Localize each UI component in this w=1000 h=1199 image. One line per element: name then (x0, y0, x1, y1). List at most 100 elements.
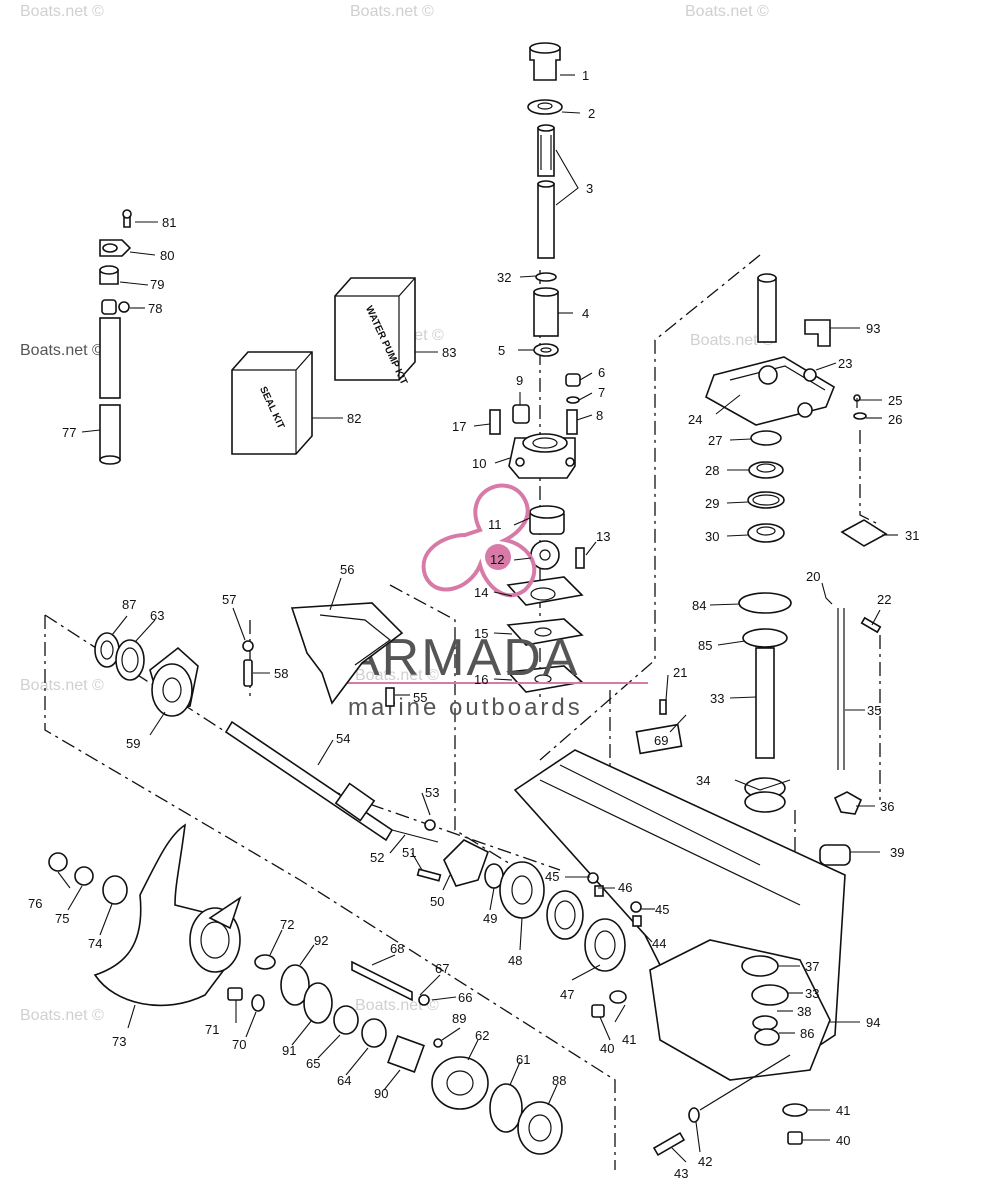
part-label: 47 (560, 987, 574, 1002)
part-label: 8 (596, 408, 603, 423)
part-label: 76 (28, 896, 42, 911)
part-label: 74 (88, 936, 102, 951)
part-label: 94 (866, 1015, 880, 1030)
part-label: 80 (160, 248, 174, 263)
part-label: 33 (710, 691, 724, 706)
part-label: 79 (150, 277, 164, 292)
watermark: Boats.net © (20, 3, 104, 20)
logo-hub (485, 544, 511, 570)
part-label: 70 (232, 1037, 246, 1052)
part-label: 72 (280, 917, 294, 932)
part-label: 81 (162, 215, 176, 230)
part-label: 73 (112, 1034, 126, 1049)
part-label: 36 (880, 799, 894, 814)
part-label: 32 (497, 270, 511, 285)
part-label: 61 (516, 1052, 530, 1067)
gear-housing (513, 608, 863, 1081)
part-label: 10 (472, 456, 486, 471)
part-label: 16 (474, 672, 488, 687)
part-label: 45 (545, 869, 559, 884)
part-label: 21 (673, 665, 687, 680)
part-label: 53 (425, 785, 439, 800)
part-label: 55 (413, 690, 427, 705)
water-tube-assembly (99, 209, 132, 465)
kit-boxes: SEAL KIT WATER PUMP KIT (231, 277, 416, 455)
part-label: 68 (390, 941, 404, 956)
watermark: Boats.net © (355, 667, 439, 684)
part-label: 37 (805, 959, 819, 974)
part-label: 87 (122, 597, 136, 612)
upper-housing-parts (705, 273, 888, 547)
part-label: 78 (148, 301, 162, 316)
part-label: 46 (618, 880, 632, 895)
part-label: 3 (586, 181, 593, 196)
part-label: 34 (696, 773, 710, 788)
part-label: 17 (452, 419, 466, 434)
part-label: 88 (552, 1073, 566, 1088)
part-label: 51 (402, 845, 416, 860)
propeller-logo-icon (421, 483, 537, 598)
propeller-assembly (48, 823, 808, 1157)
part-label: 64 (337, 1073, 351, 1088)
part-label: 20 (806, 569, 820, 584)
part-label: 6 (598, 365, 605, 380)
part-label: 1 (582, 68, 589, 83)
part-labels: 1 2 3 4 5 6 7 8 9 10 11 12 13 14 15 16 1… (28, 68, 919, 1181)
anode-bracket (242, 602, 404, 707)
part-label: 2 (588, 106, 595, 121)
part-label: 30 (705, 529, 719, 544)
part-label: 45 (655, 902, 669, 917)
part-label: 63 (150, 608, 164, 623)
part-label: 66 (458, 990, 472, 1005)
part-label: 14 (474, 585, 488, 600)
part-label: 35 (867, 703, 881, 718)
part-label: 77 (62, 425, 76, 440)
logo-tagline: marine outboards (348, 694, 583, 721)
part-label: 92 (314, 933, 328, 948)
part-label: 25 (888, 393, 902, 408)
part-label: 59 (126, 736, 140, 751)
part-label: 22 (877, 592, 891, 607)
part-label: 56 (340, 562, 354, 577)
part-label: 54 (336, 731, 350, 746)
part-label: 85 (698, 638, 712, 653)
watermark: Boats.net © (20, 1007, 104, 1024)
part-label: 90 (374, 1086, 388, 1101)
part-label: 75 (55, 911, 69, 926)
part-label: 26 (888, 412, 902, 427)
part-label: 41 (836, 1103, 850, 1118)
part-label: 29 (705, 496, 719, 511)
watermark: Boats.net © (685, 3, 769, 20)
part-label: 12 (490, 552, 504, 567)
part-label: 40 (600, 1041, 614, 1056)
part-label: 43 (674, 1166, 688, 1181)
part-label: 27 (708, 433, 722, 448)
part-label: 83 (442, 345, 456, 360)
watermarks: Boats.net © Boats.net © Boats.net © Boat… (20, 3, 774, 1024)
part-label: 91 (282, 1043, 296, 1058)
leader-lines (57, 74, 898, 1163)
part-label: 84 (692, 598, 706, 613)
part-label: 5 (498, 343, 505, 358)
part-label: 71 (205, 1022, 219, 1037)
part-label: 11 (488, 517, 502, 532)
watermark: Boats.net © (20, 677, 104, 694)
part-label: 58 (274, 666, 288, 681)
part-label: 7 (598, 385, 605, 400)
watermark: Boats.net © (350, 3, 434, 20)
part-label: 67 (435, 961, 449, 976)
vertical-pinion-shaft (738, 592, 882, 813)
part-label: 9 (516, 373, 523, 388)
part-label: 48 (508, 953, 522, 968)
watermark: Boats.net © (690, 332, 774, 349)
part-label: 49 (483, 911, 497, 926)
part-label: 86 (800, 1026, 814, 1041)
part-label: 4 (582, 306, 589, 321)
part-label: 13 (596, 529, 610, 544)
part-label: 23 (838, 356, 852, 371)
part-label: 82 (347, 411, 361, 426)
part-label: 41 (622, 1032, 636, 1047)
part-label: 69 (654, 733, 668, 748)
part-label: 42 (698, 1154, 712, 1169)
